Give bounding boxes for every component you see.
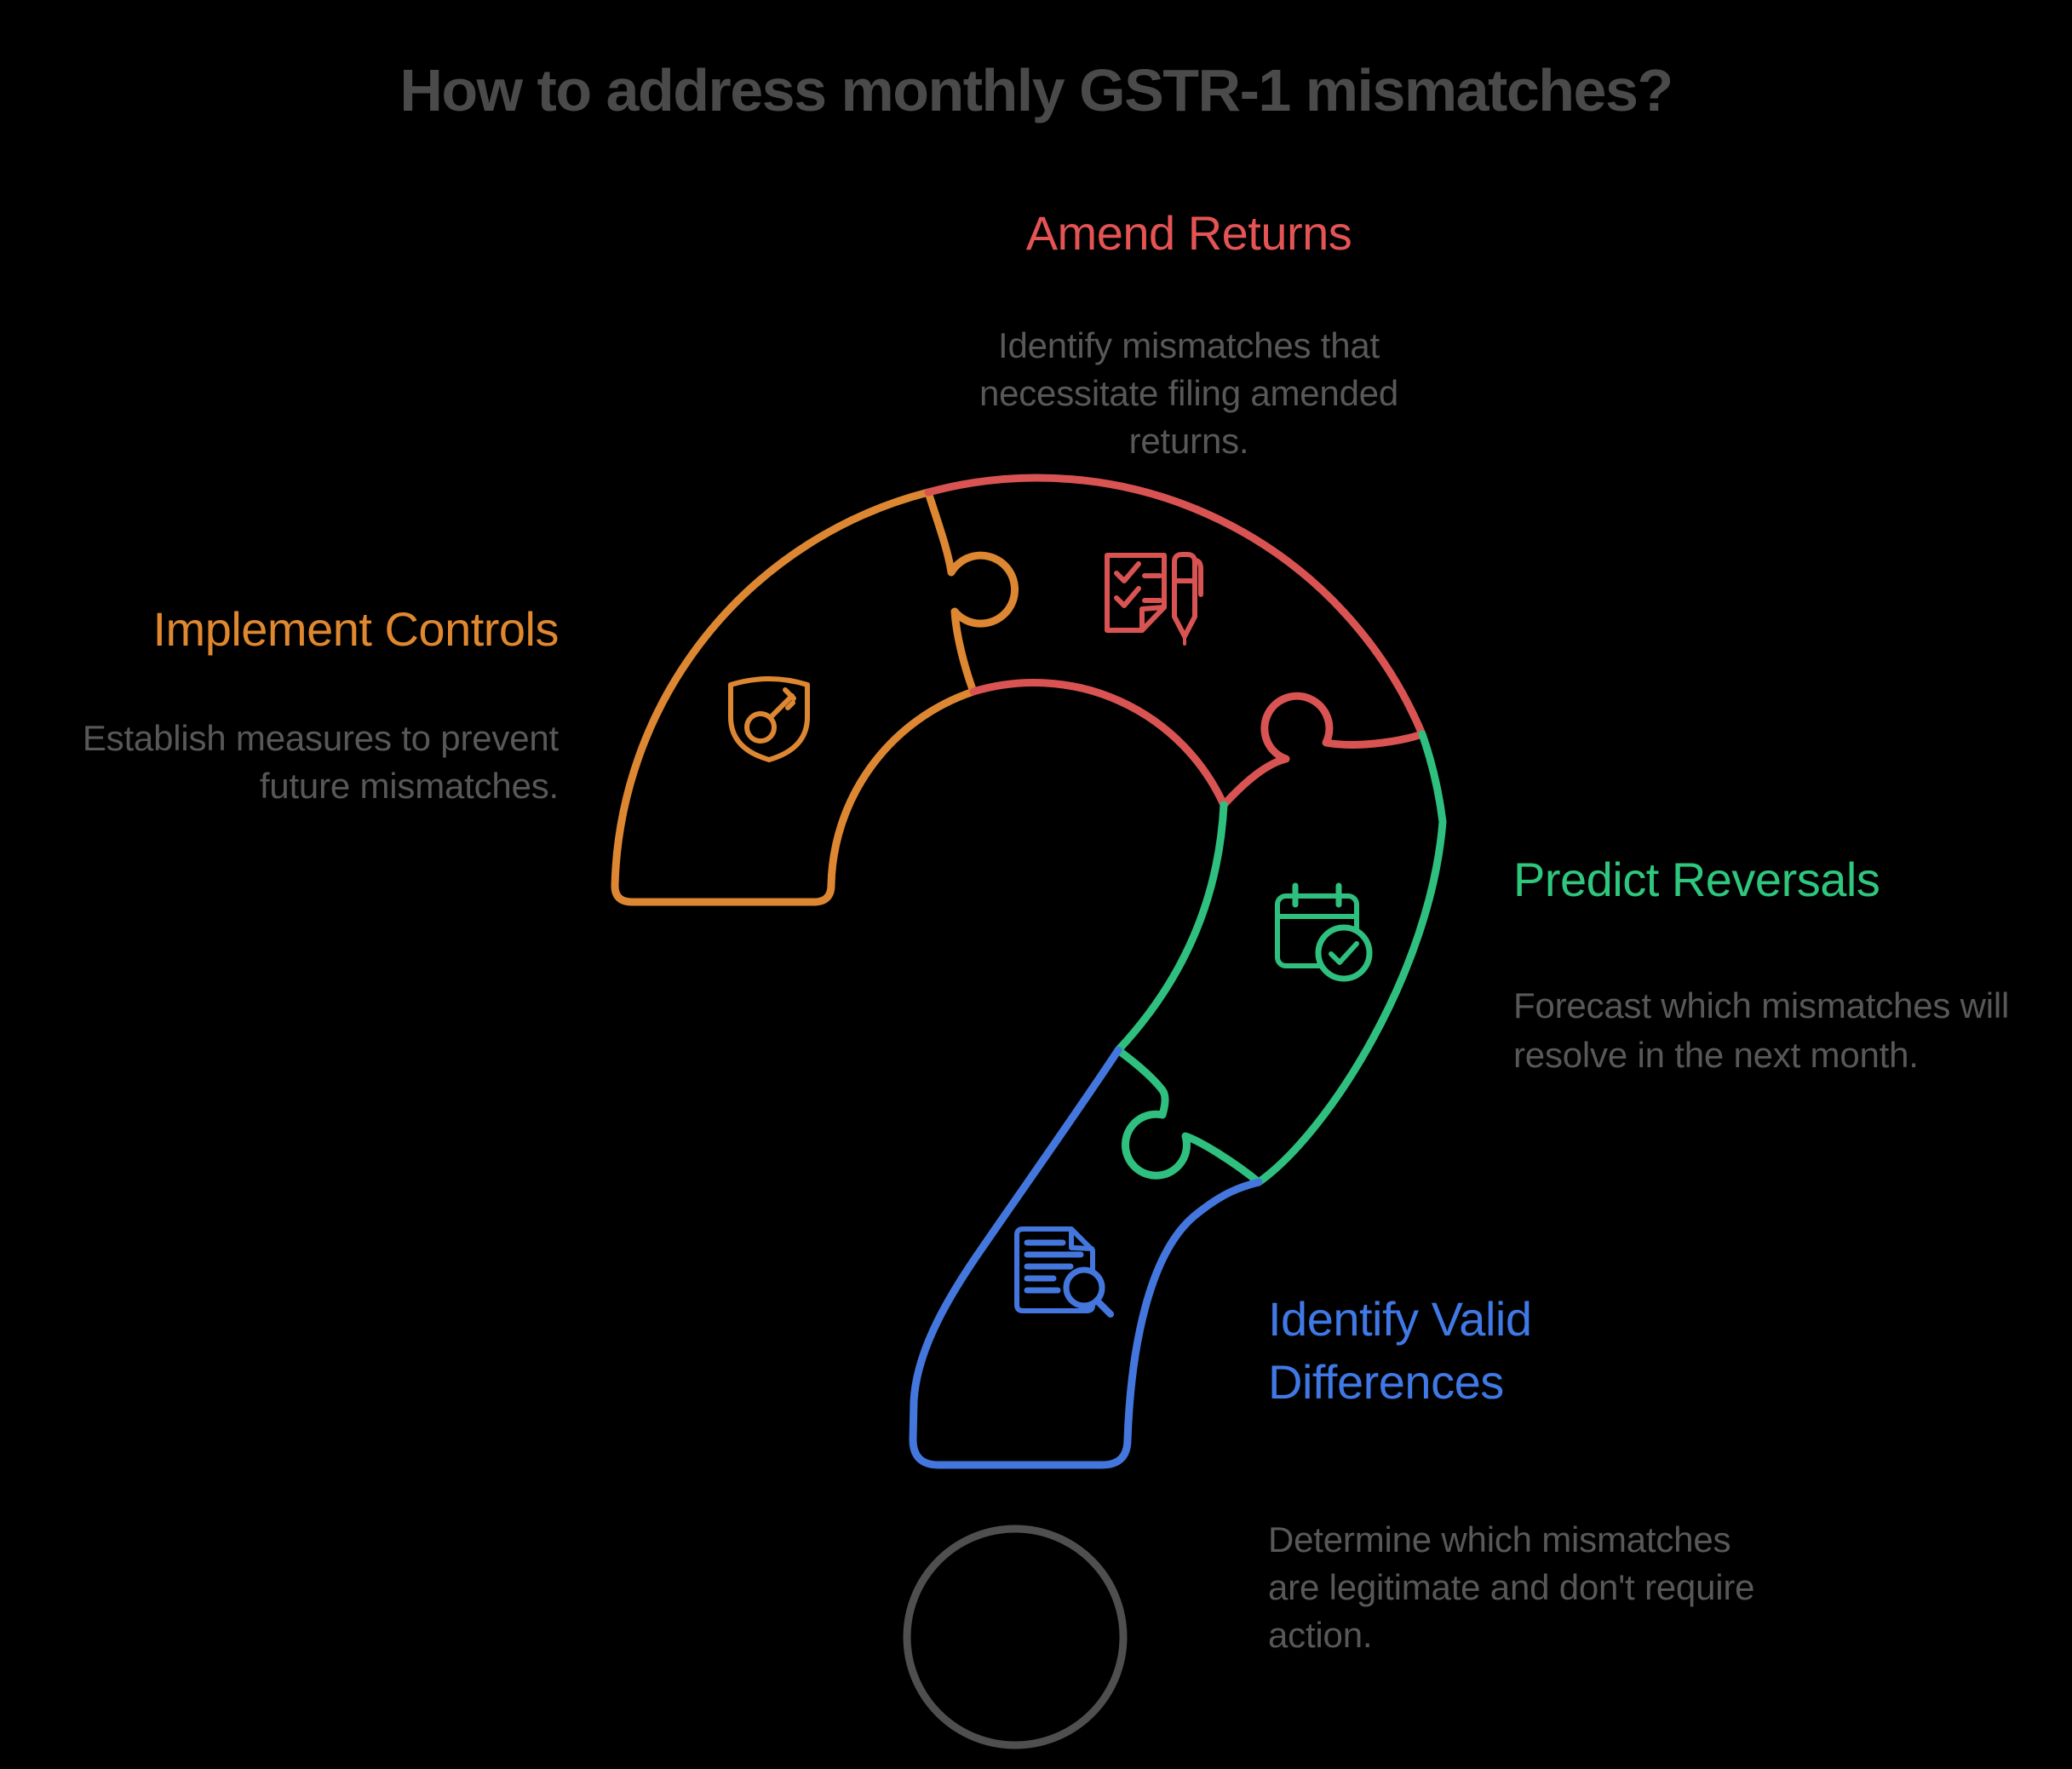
section-implement-description: Establish measures to prevent future mis…	[82, 718, 559, 806]
section-identify-description: Determine which mismatches are legitimat…	[1268, 1519, 1755, 1655]
section-amend-title: Amend Returns	[1025, 206, 1352, 260]
section-predict-title: Predict Reversals	[1513, 853, 1880, 906]
shield-key-icon	[728, 676, 810, 762]
section-predict-reversals: Predict Reversals Forecast which mismatc…	[1513, 853, 2041, 1080]
section-identify-title: Identify Valid Differences	[1268, 1292, 1532, 1409]
section-identify-valid-differences: Identify Valid Differences Determine whi…	[1268, 1288, 1813, 1659]
section-implement-title: Implement Controls	[152, 602, 559, 656]
checklist-pen-icon	[1105, 552, 1203, 646]
puzzle-piece-implement	[611, 488, 1019, 906]
document-search-icon	[1014, 1226, 1114, 1318]
puzzle-piece-amend	[924, 474, 1426, 809]
calendar-check-icon	[1275, 882, 1373, 982]
section-amend-returns: Amend Returns Identify mismatches that n…	[908, 206, 1470, 465]
page-title: How to address monthly GSTR-1 mismatches…	[399, 57, 1673, 123]
puzzle-piece-identify	[909, 1046, 1263, 1469]
question-mark-dot	[903, 1525, 1128, 1749]
puzzle-piece-predict	[1114, 730, 1447, 1186]
section-implement-controls: Implement Controls Establish measures to…	[31, 602, 560, 810]
section-predict-description: Forecast which mismatches will resolve i…	[1513, 985, 2010, 1075]
section-amend-description: Identify mismatches that necessitate fil…	[979, 325, 1399, 461]
